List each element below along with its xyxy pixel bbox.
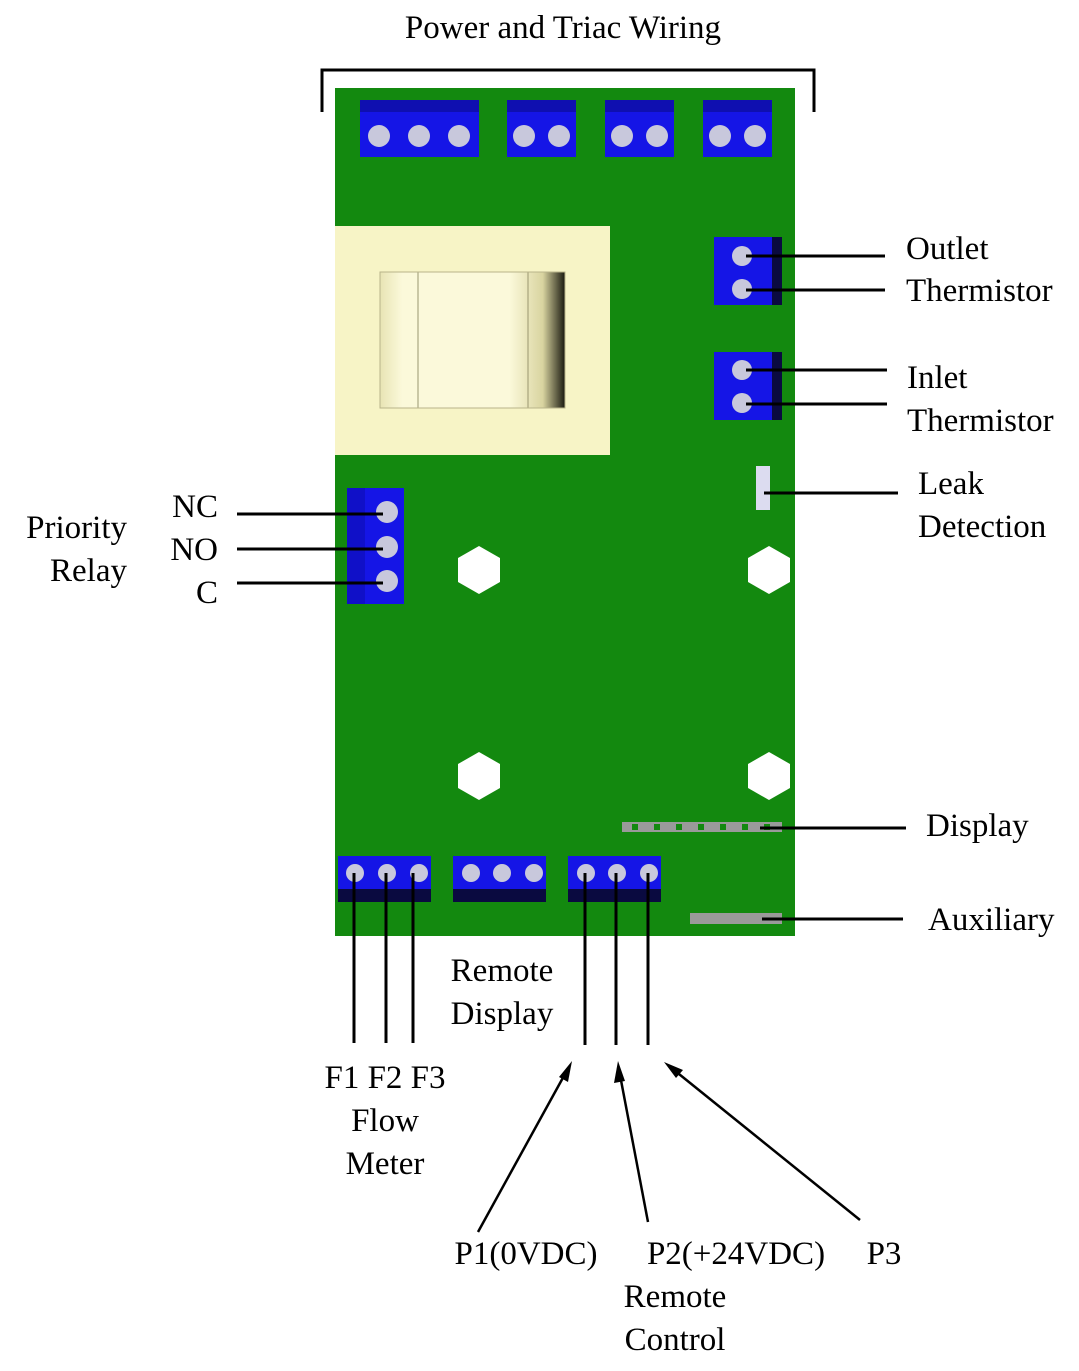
terminal-priority-relay [347, 488, 404, 604]
inlet-thermistor-label-line2: Thermistor [907, 403, 1054, 439]
outlet-thermistor-label-line1: Outlet [906, 231, 988, 267]
display-label: Display [926, 808, 1029, 844]
relay-pin-c-label: C [196, 575, 218, 611]
priority-relay-label-line2: Relay [50, 553, 127, 589]
arrow-p3 [664, 1062, 861, 1221]
flow-meter-label-line2: Meter [346, 1146, 425, 1182]
priority-relay-label-line1: Priority [26, 510, 127, 546]
leak-detection-label-line2: Detection [918, 509, 1046, 545]
auxiliary-label: Auxiliary [928, 902, 1055, 938]
mounting-hole-4 [748, 752, 790, 800]
mounting-hole-1 [458, 546, 500, 594]
arrow-p1 [476, 1061, 572, 1233]
remote-display-label-line2: Display [451, 996, 554, 1032]
leak-detection-label-line1: Leak [918, 466, 984, 502]
outlet-thermistor-label-line2: Thermistor [906, 273, 1053, 309]
terminal-block-power-1 [360, 100, 479, 157]
terminal-block-power-4 [703, 100, 772, 157]
flow-meter-label-line1: Flow [351, 1103, 419, 1139]
remote-control-label-line2: Control [625, 1322, 726, 1358]
terminal-inlet-thermistor [714, 352, 782, 420]
remote-display-label-line1: Remote [451, 953, 554, 989]
display-connector [622, 822, 782, 832]
mounting-hole-3 [458, 752, 500, 800]
p2-label: P2(+24VDC) [647, 1236, 825, 1272]
inlet-thermistor-label-line1: Inlet [907, 360, 967, 396]
p3-label: P3 [867, 1236, 902, 1272]
remote-control-label-line1: Remote [624, 1279, 727, 1315]
terminal-block-power-2 [507, 100, 576, 157]
arrow-p2 [614, 1061, 650, 1223]
leak-detection-connector [756, 466, 770, 510]
terminal-outlet-thermistor [714, 237, 782, 305]
transformer [335, 226, 610, 455]
auxiliary-connector [690, 913, 782, 924]
relay-pin-no-label: NO [170, 532, 218, 568]
flow-meter-pins-label: F1 F2 F3 [324, 1060, 445, 1096]
diagram-title: Power and Triac Wiring [405, 10, 721, 46]
mounting-hole-2 [748, 546, 790, 594]
p1-label: P1(0VDC) [454, 1236, 597, 1272]
terminal-block-power-3 [605, 100, 674, 157]
terminal-remote-display [453, 856, 546, 902]
relay-pin-nc-label: NC [172, 489, 218, 525]
title-bracket [320, 68, 816, 112]
